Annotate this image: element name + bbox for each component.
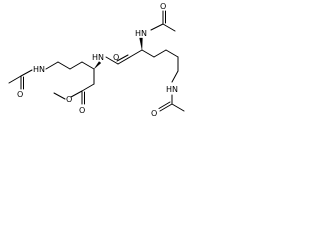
oxygen-label-left-acetyl: O: [17, 90, 23, 99]
bond: [141, 49, 155, 58]
methyl-ester-group: O O: [53, 83, 95, 115]
bond: [20, 69, 33, 77]
bond: [165, 49, 179, 58]
bond: [81, 83, 95, 92]
bond: [116, 54, 129, 62]
nh-label-left: HN: [33, 65, 45, 74]
bond: [45, 61, 59, 70]
bond: [8, 75, 22, 84]
central-amide-group: HN O: [92, 49, 143, 65]
nh-label-right: HN: [166, 85, 178, 94]
oxygen-label-top-acetyl: O: [160, 2, 166, 11]
bond: [69, 61, 83, 70]
bond: [150, 23, 164, 31]
bond: [105, 56, 119, 65]
oxygen-label-right-acetyl: O: [151, 109, 157, 118]
nh-label-top: HN: [135, 29, 147, 38]
stereo-wedge-bond: [93, 61, 102, 70]
stereo-wedge-bond: [139, 37, 143, 51]
bond: [171, 70, 179, 83]
left-acetamide-group: O HN: [8, 65, 45, 99]
bond: [159, 103, 173, 112]
bond: [171, 103, 185, 112]
bond: [70, 90, 83, 98]
bond: [81, 61, 95, 70]
right-acetamide-group: HN O: [151, 85, 185, 118]
oxygen-label-ester-methoxy: O: [66, 95, 72, 104]
right-chain: [141, 49, 179, 83]
chemical-structure-diagram: O HN O O HN: [0, 0, 217, 133]
bond: [117, 56, 131, 65]
bond: [129, 49, 143, 58]
bond: [57, 61, 71, 70]
bond: [153, 49, 167, 58]
nh-label-amide: HN: [92, 53, 104, 62]
bond: [162, 23, 176, 32]
bond: [158, 101, 171, 109]
oxygen-label-ester-carbonyl: O: [79, 106, 85, 115]
oxygen-label-amide: O: [113, 53, 119, 62]
left-lysine-chain: [45, 61, 102, 85]
top-acetamide-group: HN O: [135, 2, 176, 51]
structure-drawing: O HN O O HN: [8, 2, 185, 118]
bond: [53, 92, 66, 100]
